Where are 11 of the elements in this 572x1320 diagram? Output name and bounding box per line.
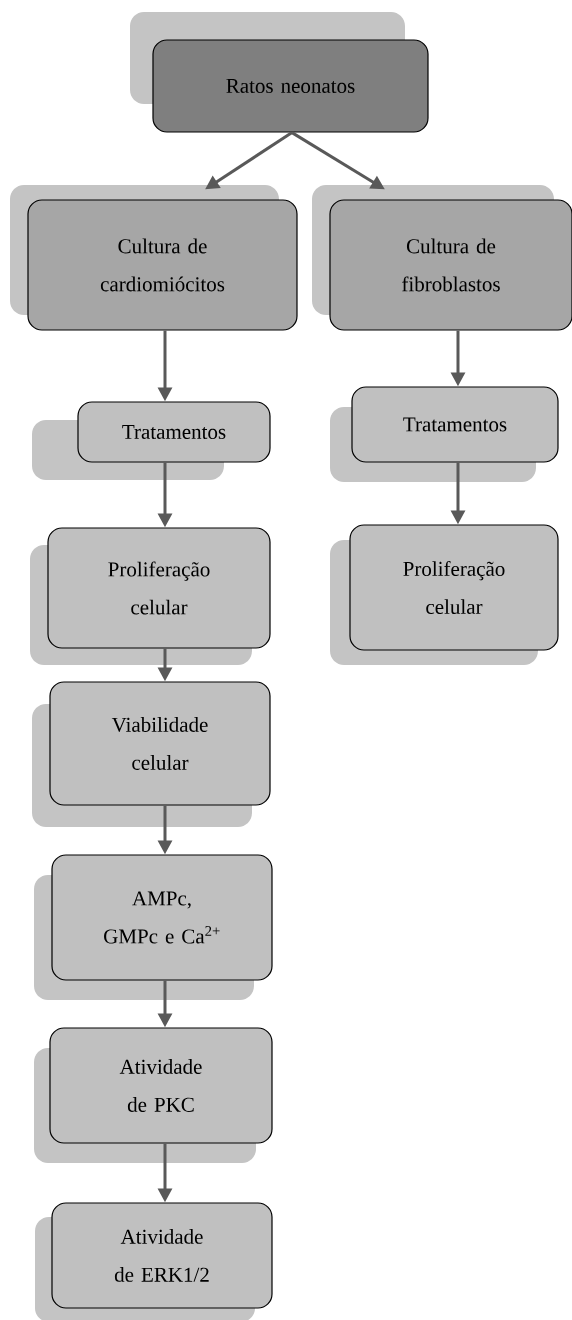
process-box: Proliferação celular bbox=[349, 524, 559, 651]
process-box: Proliferação celular bbox=[47, 527, 271, 649]
process-box: AMPc, GMPc e Ca$^{2+}$ bbox=[51, 854, 273, 981]
process-box: Cultura de fibroblastos bbox=[329, 199, 572, 331]
process-box: Atividade de PKC bbox=[49, 1027, 273, 1144]
process-box: Tratamentos bbox=[351, 386, 559, 463]
process-box: Tratamentos bbox=[77, 401, 271, 463]
process-box: Viabilidade celular bbox=[49, 681, 271, 806]
process-box: Ratos neonatos bbox=[152, 39, 429, 133]
process-box: Cultura de cardiomiócitos bbox=[27, 199, 298, 331]
process-box: Atividade de ERK1/2 bbox=[51, 1202, 273, 1309]
